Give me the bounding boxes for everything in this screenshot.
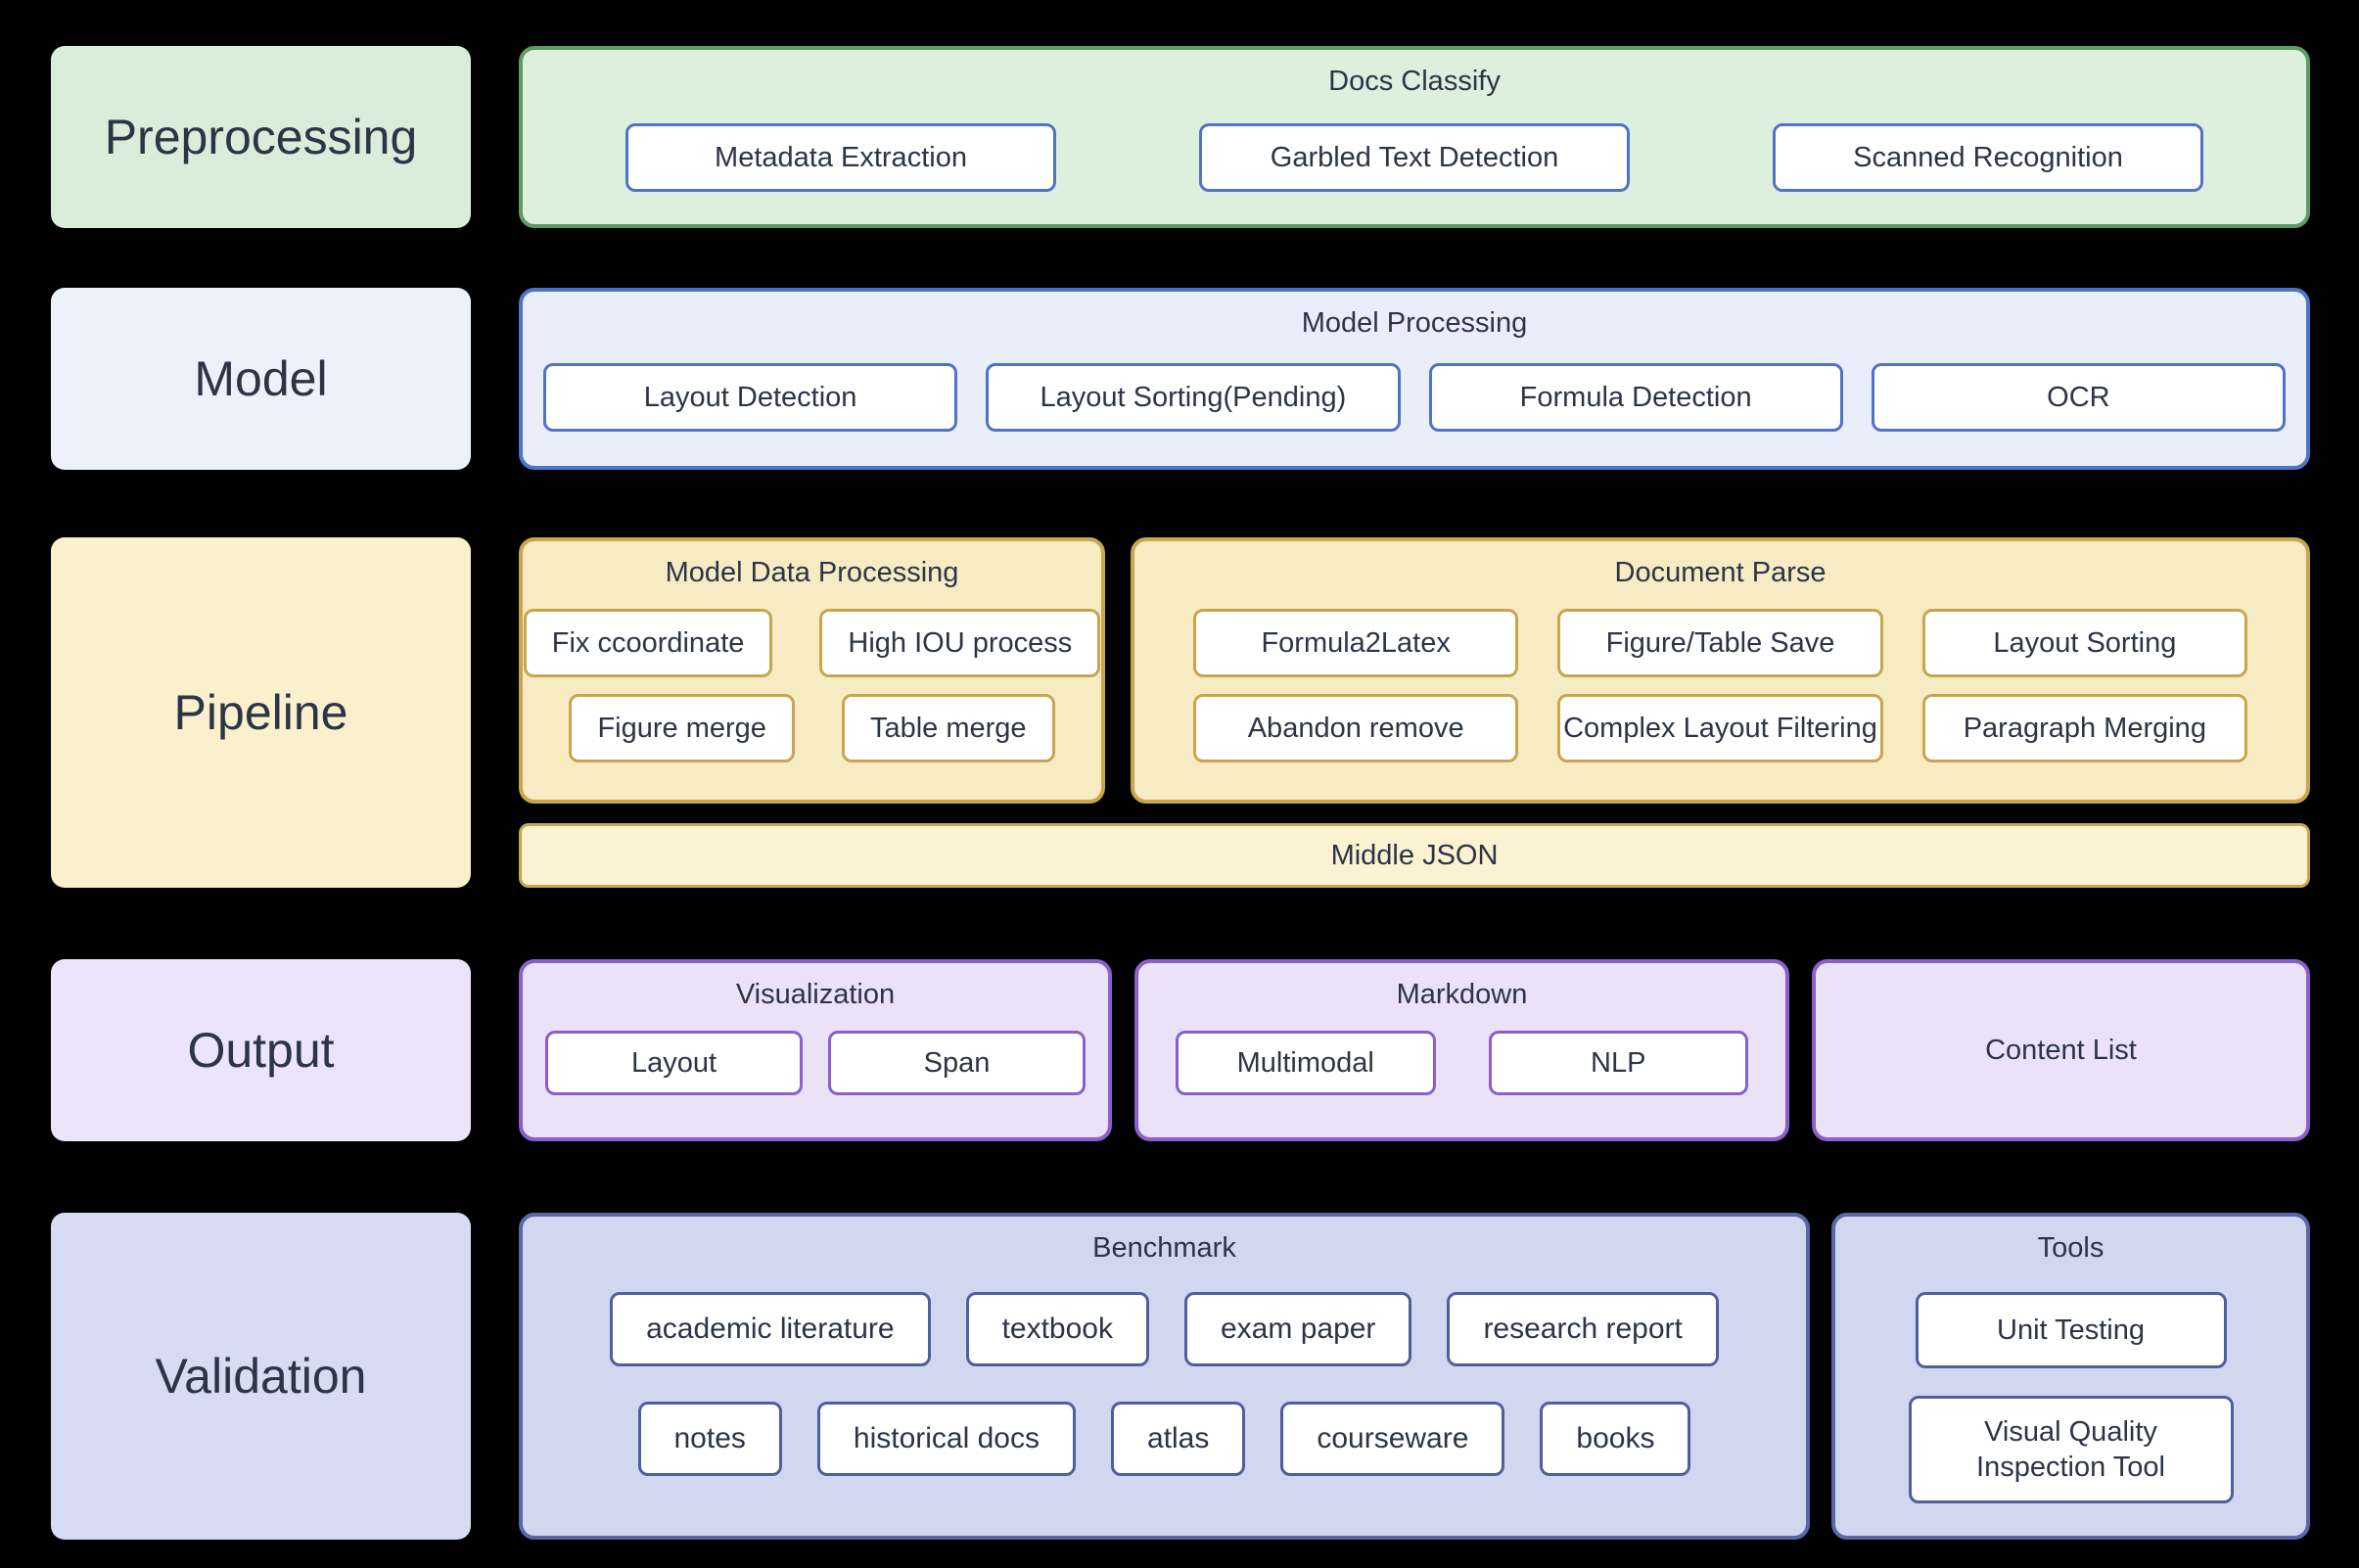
container-document-parse: Document Parse Formula2Latex Figure/Tabl… [1131, 537, 2310, 804]
node-scanned-recognition: Scanned Recognition [1773, 123, 2203, 192]
container-markdown: Markdown Multimodal NLP [1134, 959, 1789, 1141]
node-academic-literature: academic literature [610, 1292, 931, 1366]
mdp-row-1: Fix ccoordinate High IOU process [523, 609, 1101, 677]
node-layout: Layout [545, 1031, 803, 1095]
stage-row-validation: Validation Benchmark academic literature… [51, 1213, 2310, 1540]
stage-row-model: Model Model Processing Layout Detection … [51, 288, 2310, 470]
benchmark-row-2: notes historical docs atlas courseware b… [637, 1402, 1691, 1476]
node-books: books [1540, 1402, 1691, 1476]
title-content-list: Content List [1985, 1034, 2137, 1066]
node-multimodal: Multimodal [1176, 1031, 1436, 1095]
node-figure-table-save: Figure/Table Save [1557, 609, 1883, 677]
container-docs-classify: Docs Classify Metadata Extraction Garble… [519, 46, 2310, 228]
node-figure-merge: Figure merge [569, 694, 795, 762]
title-document-parse: Document Parse [1614, 557, 1827, 588]
node-unit-testing: Unit Testing [1915, 1292, 2227, 1368]
node-research-report: research report [1447, 1292, 1719, 1366]
node-notes: notes [637, 1402, 782, 1476]
dp-row-2: Abandon remove Complex Layout Filtering … [1193, 694, 2247, 762]
stage-label-validation: Validation [51, 1213, 471, 1540]
node-abandon-remove: Abandon remove [1193, 694, 1519, 762]
node-courseware: courseware [1280, 1402, 1505, 1476]
docs-classify-nodes: Metadata Extraction Garbled Text Detecti… [523, 123, 2306, 192]
stage-content-pipeline: Model Data Processing Fix ccoordinate Hi… [519, 537, 2310, 888]
document-parse-nodes: Formula2Latex Figure/Table Save Layout S… [1134, 609, 2306, 762]
container-model-data-processing: Model Data Processing Fix ccoordinate Hi… [519, 537, 1105, 804]
node-exam-paper: exam paper [1184, 1292, 1412, 1366]
model-data-processing-nodes: Fix ccoordinate High IOU process Figure … [523, 609, 1101, 762]
node-layout-detection: Layout Detection [543, 363, 958, 432]
stage-row-pipeline: Pipeline Model Data Processing Fix ccoor… [51, 537, 2310, 888]
benchmark-row-1: academic literature textbook exam paper … [610, 1292, 1719, 1366]
stage-label-output: Output [51, 959, 471, 1141]
node-visual-quality-inspection-tool: Visual Quality Inspection Tool [1908, 1396, 2234, 1503]
node-formula2latex: Formula2Latex [1193, 609, 1519, 677]
node-textbook: textbook [965, 1292, 1149, 1366]
container-tools: Tools Unit Testing Visual Quality Inspec… [1831, 1213, 2310, 1540]
node-high-iou-process: High IOU process [819, 609, 1101, 677]
node-layout-sorting-pending: Layout Sorting(Pending) [986, 363, 1401, 432]
pipeline-containers: Model Data Processing Fix ccoordinate Hi… [519, 537, 2310, 804]
title-docs-classify: Docs Classify [1328, 66, 1501, 97]
node-fix-ccoordinate: Fix ccoordinate [523, 609, 773, 677]
stage-content-validation: Benchmark academic literature textbook e… [519, 1213, 2310, 1540]
container-model-processing: Model Processing Layout Detection Layout… [519, 288, 2310, 470]
title-model-data-processing: Model Data Processing [665, 557, 959, 588]
node-nlp: NLP [1488, 1031, 1748, 1095]
markdown-nodes: Multimodal NLP [1138, 1031, 1785, 1095]
container-benchmark: Benchmark academic literature textbook e… [519, 1213, 1810, 1540]
node-span: Span [828, 1031, 1086, 1095]
node-formula-detection: Formula Detection [1428, 363, 1843, 432]
dp-row-1: Formula2Latex Figure/Table Save Layout S… [1193, 609, 2247, 677]
node-historical-docs: historical docs [816, 1402, 1076, 1476]
title-benchmark: Benchmark [1092, 1232, 1236, 1264]
tools-nodes: Unit Testing Visual Quality Inspection T… [1835, 1292, 2306, 1503]
container-visualization: Visualization Layout Span [519, 959, 1112, 1141]
node-atlas: atlas [1110, 1402, 1246, 1476]
stage-content-output: Visualization Layout Span Markdown Multi… [519, 959, 2310, 1141]
node-middle-json: Middle JSON [519, 823, 2310, 888]
node-paragraph-merging: Paragraph Merging [1921, 694, 2247, 762]
container-content-list: Content List [1812, 959, 2310, 1141]
node-layout-sorting: Layout Sorting [1921, 609, 2247, 677]
title-markdown: Markdown [1396, 979, 1528, 1010]
mdp-row-2: Figure merge Table merge [569, 694, 1055, 762]
title-visualization: Visualization [735, 979, 896, 1010]
stage-row-output: Output Visualization Layout Span Markdow… [51, 959, 2310, 1141]
title-tools: Tools [2037, 1232, 2105, 1264]
visualization-nodes: Layout Span [523, 1031, 1108, 1095]
model-processing-nodes: Layout Detection Layout Sorting(Pending)… [523, 363, 2306, 432]
node-complex-layout-filtering: Complex Layout Filtering [1557, 694, 1883, 762]
stage-content-model: Model Processing Layout Detection Layout… [519, 288, 2310, 470]
benchmark-nodes: academic literature textbook exam paper … [523, 1292, 1806, 1476]
stage-label-pipeline: Pipeline [51, 537, 471, 888]
node-metadata-extraction: Metadata Extraction [625, 123, 1056, 192]
stage-content-preprocessing: Docs Classify Metadata Extraction Garble… [519, 46, 2310, 228]
stage-label-model: Model [51, 288, 471, 470]
node-ocr: OCR [1871, 363, 2286, 432]
stage-row-preprocessing: Preprocessing Docs Classify Metadata Ext… [51, 46, 2310, 228]
stage-label-preprocessing: Preprocessing [51, 46, 471, 228]
node-garbled-text-detection: Garbled Text Detection [1199, 123, 1630, 192]
node-table-merge: Table merge [841, 694, 1055, 762]
title-model-processing: Model Processing [1301, 307, 1528, 339]
